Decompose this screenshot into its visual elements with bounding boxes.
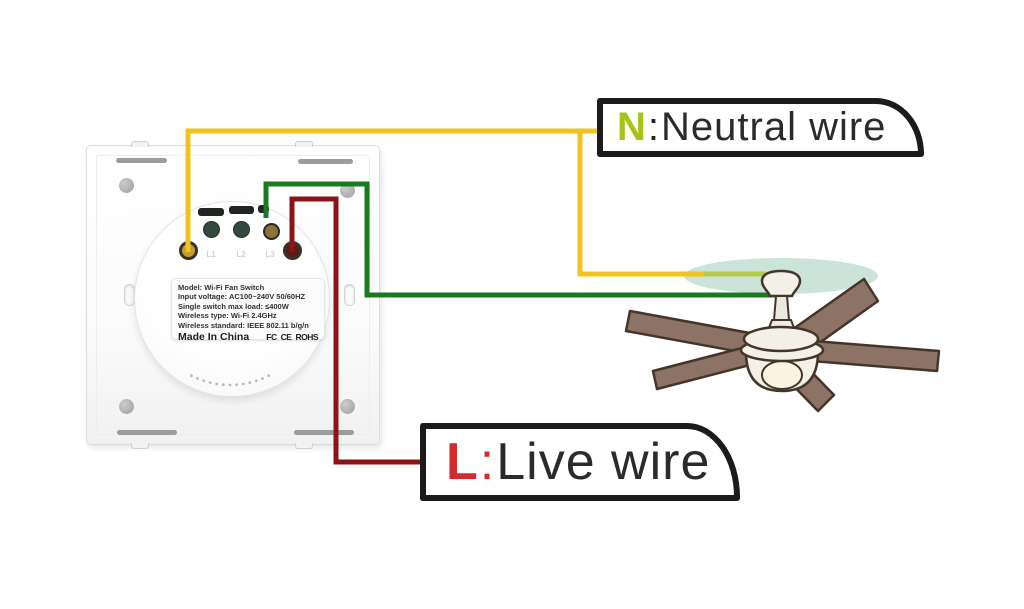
mount-slot <box>116 158 167 163</box>
live-prefix: L <box>446 433 478 491</box>
mount-tab <box>295 141 313 147</box>
terminal-screw <box>203 221 220 238</box>
fan-blade-left <box>624 309 779 360</box>
live-wire-label: L : Live wire <box>420 423 740 501</box>
fan-canopy <box>760 269 802 298</box>
neutral-prefix: N <box>617 105 646 149</box>
fan-blade-right <box>797 338 941 373</box>
neutral-wire-label: N : Neutral wire <box>597 98 924 157</box>
live-text: Live wire <box>496 433 711 491</box>
ceiling-patch <box>684 258 878 294</box>
made-in-china-text: Made In China <box>178 331 250 344</box>
live-separator: : <box>479 433 495 491</box>
spec-line-type: Wireless type: Wi-Fi 2.4GHz <box>178 311 277 321</box>
fcc-mark-icon: FC <box>266 332 277 343</box>
fan-motor-band <box>739 337 825 363</box>
fan-light-dome <box>761 360 803 390</box>
screw-hole <box>340 399 355 414</box>
spec-line-voltage: Input voltage: AC100~240V 50/60HZ <box>178 292 306 302</box>
mount-tab <box>131 141 149 147</box>
fan-blade-lower-left <box>651 338 779 391</box>
ce-mark-icon: CE <box>280 332 292 343</box>
terminal-slot <box>229 206 254 214</box>
fan-downrod <box>773 295 790 321</box>
spec-line-model: Model: Wi-Fi Fan Switch <box>178 283 265 292</box>
rohs-mark-text: ROHS <box>295 332 318 343</box>
neutral-separator: : <box>647 105 660 149</box>
screw-hole <box>119 178 134 193</box>
mount-slot <box>117 430 177 435</box>
mount-slot <box>294 430 354 435</box>
neutral-wire-hole <box>179 241 198 260</box>
mount-slot <box>298 159 353 164</box>
fan-downrod-collar <box>766 319 797 334</box>
live-wire-hole <box>283 241 302 260</box>
fan-blade-upper-right <box>784 277 880 358</box>
spec-line-load: Single switch max load: ≤400W <box>178 301 289 311</box>
terminal-slot <box>258 205 269 213</box>
mount-tab <box>295 443 313 449</box>
terminal-label: L1 <box>206 250 216 259</box>
terminal-label: L2 <box>236 250 246 259</box>
terminal-label: L3 <box>265 250 275 259</box>
mount-tab <box>131 443 149 449</box>
fan-motor-bowl <box>744 345 820 393</box>
neutral-text: Neutral wire <box>661 105 887 149</box>
spec-line-standard: Wireless standard: IEEE 802.11 b/g/n <box>178 320 309 330</box>
fan-blade-bottom <box>774 350 836 413</box>
screw-hole <box>340 183 355 198</box>
side-slot <box>344 284 355 306</box>
terminal-slot <box>198 208 224 216</box>
terminal-screw-brass <box>263 223 280 240</box>
wall-switch-back-panel: L1 L2 L3 Model: Wi-Fi Fan Switch Input v… <box>86 141 380 449</box>
fan-motor-top <box>742 325 820 353</box>
terminal-screw <box>233 221 250 238</box>
ceiling-fan-illustration <box>624 269 941 413</box>
spec-label-sticker: Model: Wi-Fi Fan Switch Input voltage: A… <box>171 278 325 344</box>
screw-hole <box>119 399 134 414</box>
